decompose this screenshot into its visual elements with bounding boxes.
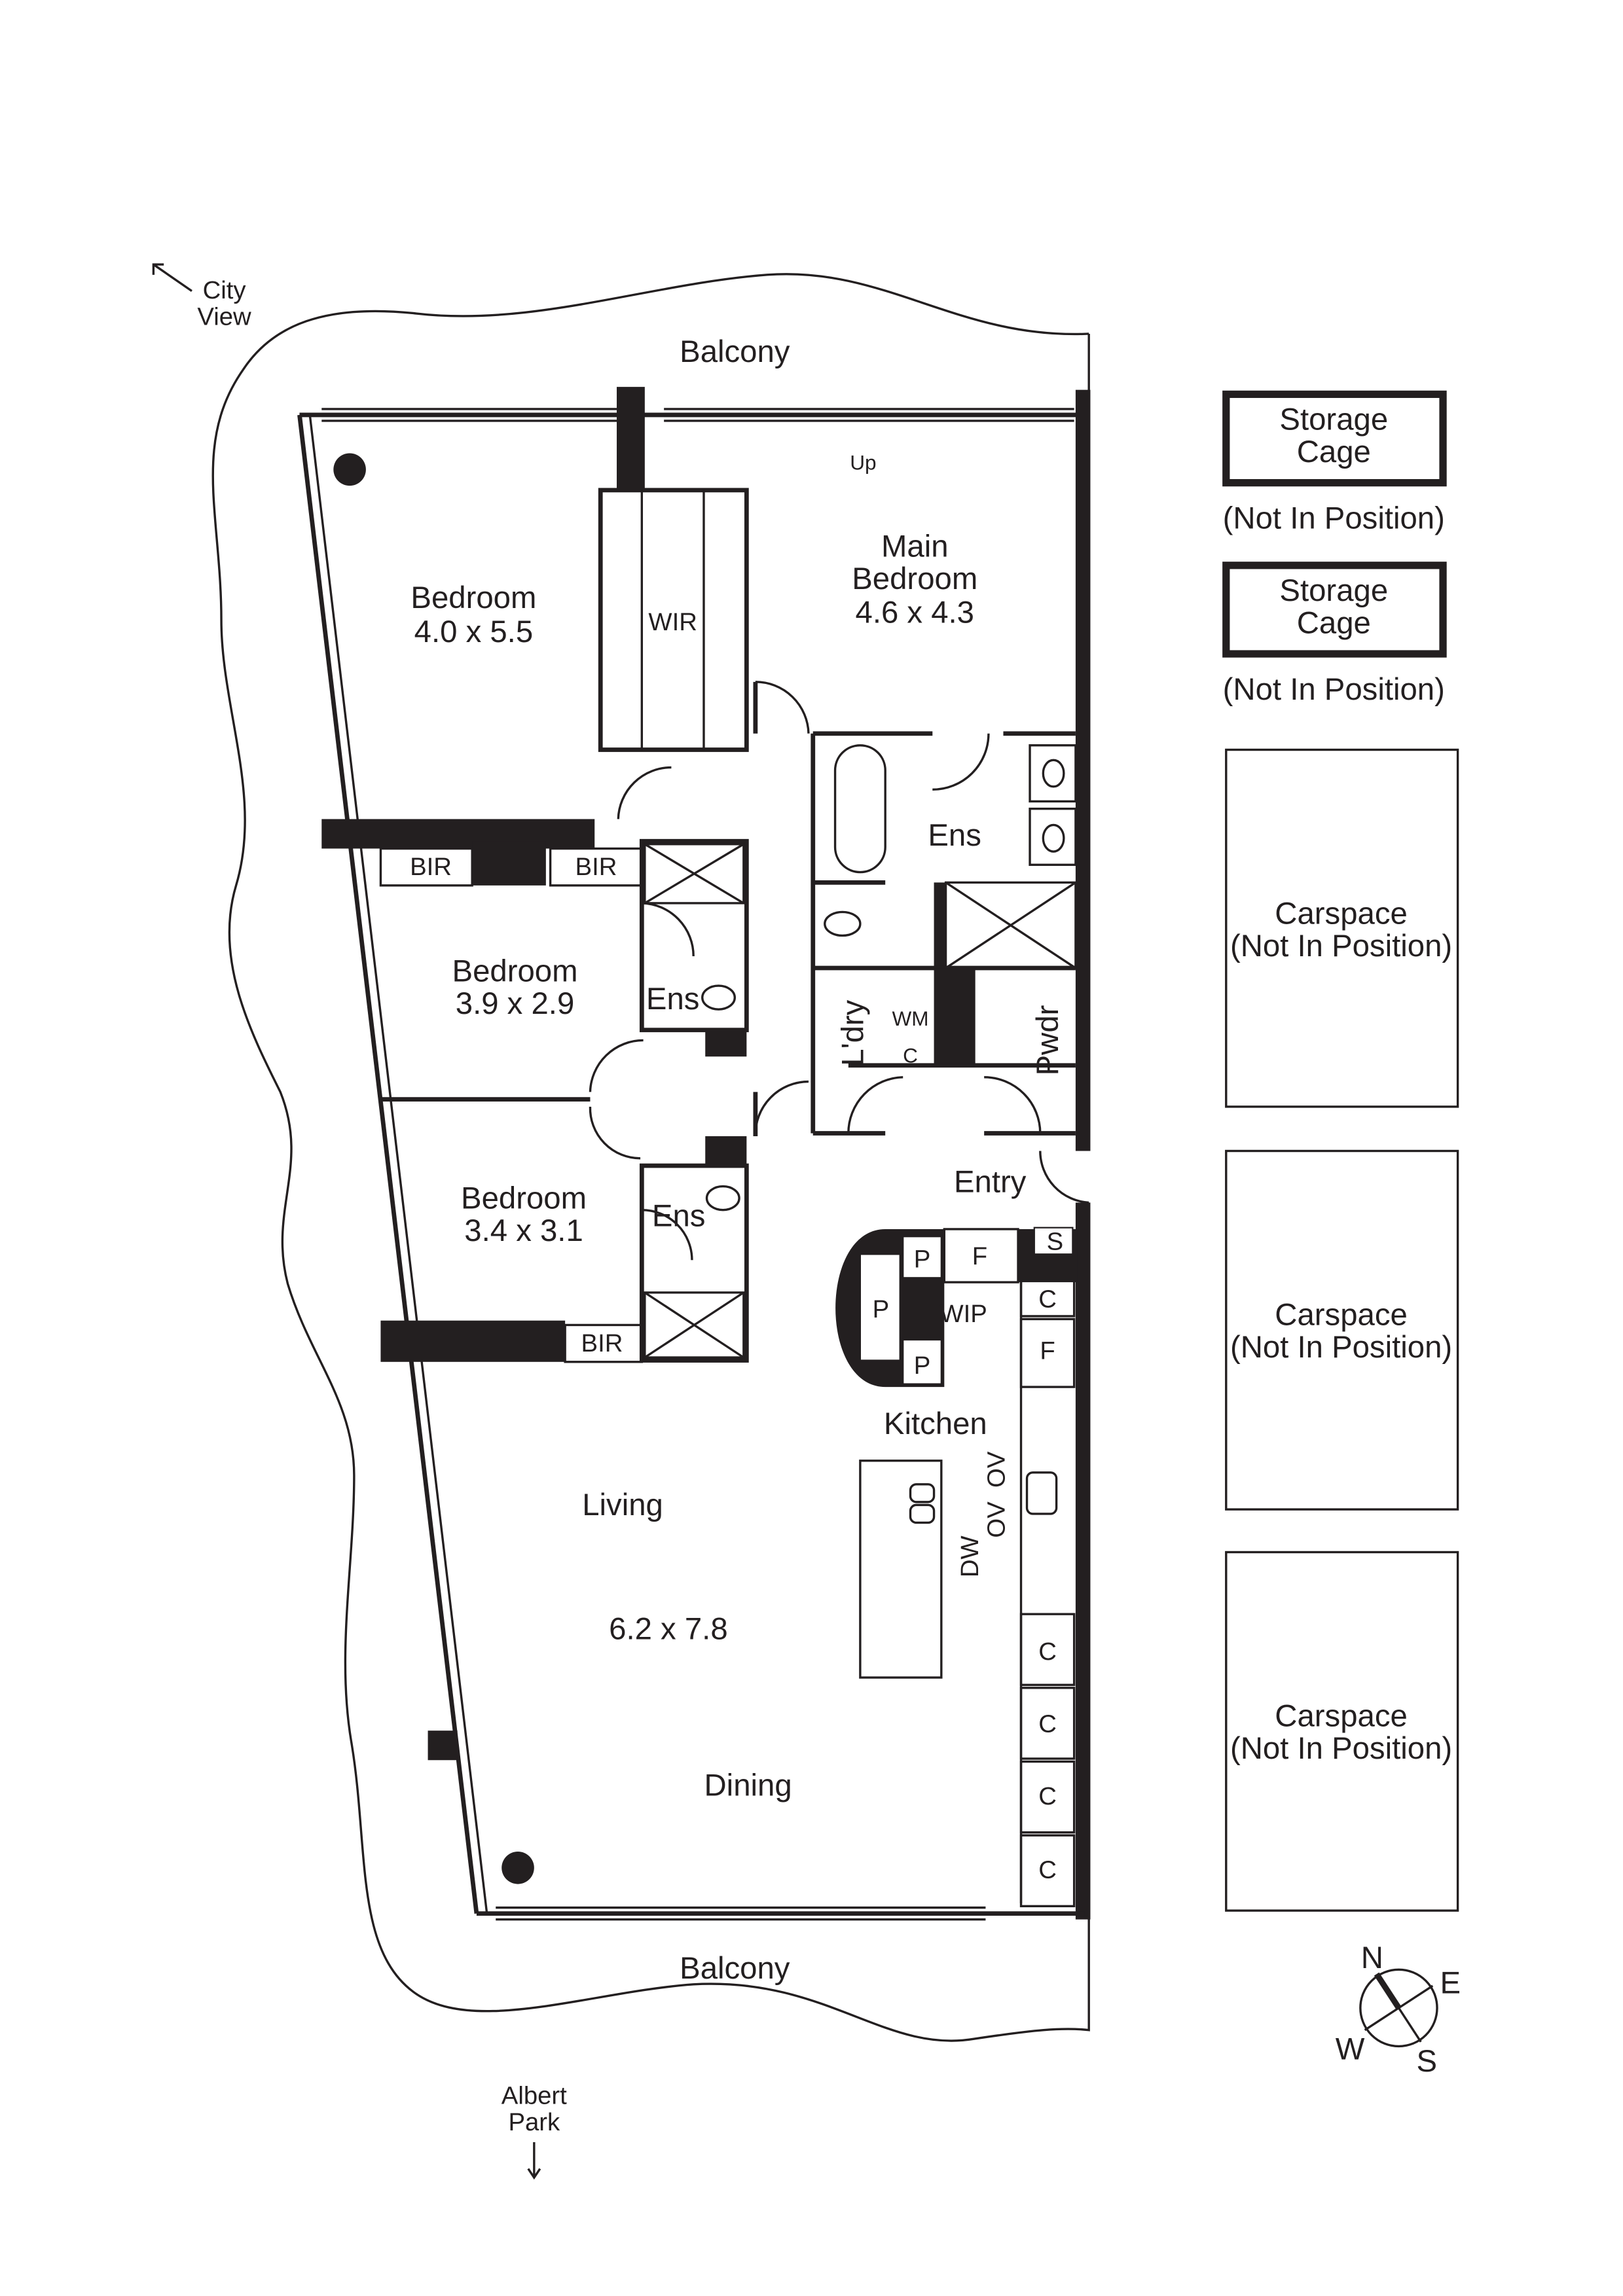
interior-walls [379,488,1089,1908]
pantry-label: P [873,1295,890,1323]
carspace-note: (Not In Position) [1230,1731,1452,1766]
windows [321,408,1074,1921]
bir-c-label: BIR [581,1329,623,1357]
kitchen-label: Kitchen [884,1407,987,1441]
fridge-label: F [1040,1336,1055,1365]
storage-cage-2 [1222,562,1447,658]
carspace-note: (Not In Position) [1230,929,1452,963]
carspace-2 [1225,1149,1459,1511]
wir-label: WIR [648,608,697,636]
bedroom3-size: 3.4 x 3.1 [464,1213,583,1248]
s-label: S [1047,1228,1064,1256]
carspace-label: Carspace [1275,896,1408,931]
bir-b-label: BIR [575,853,617,881]
c-kitchen-label: C [1038,1710,1057,1738]
bedroom1-label: Bedroom [410,581,536,615]
bedroom3-label: Bedroom [461,1181,587,1215]
city-view-arrow-icon [152,263,192,293]
main-bedroom-label-2: Bedroom [852,562,977,596]
carspace-1 [1225,748,1459,1108]
carspace-label: Carspace [1275,1297,1408,1332]
exterior-walls [297,387,1091,1920]
dining-label: Dining [704,1768,792,1803]
wm-label: WM [892,1007,928,1030]
storage-cage-label: Storage [1279,402,1388,437]
oven-label: OV [983,1501,1011,1538]
c-kitchen-label: C [1038,1638,1057,1666]
albert-park-label-2: Park [508,2108,560,2136]
ens-main-label: Ens [928,818,981,853]
storage-cage-note: (Not In Position) [1223,501,1445,535]
city-view-label-2: View [197,302,251,331]
bedroom2-size: 3.9 x 2.9 [456,986,575,1021]
compass-n: N [1361,1941,1383,1975]
compass-icon [1359,1968,1438,2048]
storage-cage-label: Storage [1279,573,1388,608]
entry-label: Entry [954,1165,1027,1200]
balcony-outline [211,273,1090,2042]
main-bedroom-size: 4.6 x 4.3 [856,596,975,630]
ens2-label: Ens [646,982,700,1016]
c-kitchen-label: C [1038,1782,1057,1810]
c-kitchen-label: C [1038,1856,1057,1884]
living-size: 6.2 x 7.8 [609,1611,728,1646]
fridge-label: F [972,1242,987,1270]
powder-label: Pwdr [1030,1005,1065,1076]
balcony-bottom-label: Balcony [680,1951,790,1986]
main-bedroom-label: Main [881,529,949,564]
bedroom2-label: Bedroom [452,954,578,988]
compass-s: S [1416,2044,1437,2079]
wip-label: WIP [939,1300,987,1328]
ens3-label: Ens [652,1198,706,1233]
pantry-label: P [914,1352,931,1380]
oven-label: OV [983,1451,1011,1488]
carspace-note: (Not In Position) [1230,1330,1452,1365]
storage-cage-note: (Not In Position) [1223,672,1445,707]
bedroom1-size: 4.0 x 5.5 [414,615,533,649]
c-laundry-label: C [903,1043,918,1067]
bir-a-label: BIR [410,853,452,881]
compass-w: W [1336,2032,1365,2067]
albert-park-label: Albert [501,2081,567,2109]
storage-cage-label-2: Cage [1297,435,1371,469]
storage-cage-label-2: Cage [1297,605,1371,640]
balcony-top-label: Balcony [680,334,790,369]
storage-cage-1 [1222,390,1447,487]
carspace-3 [1225,1551,1459,1912]
pantry-label: P [914,1246,931,1274]
dishwasher-label: DW [956,1535,984,1578]
albert-park-arrow-icon [527,2142,541,2180]
laundry-label: L'dry [835,999,870,1066]
city-view-label: City [203,276,247,304]
up-label: Up [850,450,876,474]
compass-e: E [1440,1965,1461,2000]
carspace-label: Carspace [1275,1698,1408,1733]
living-label: Living [582,1488,663,1522]
c-kitchen-label: C [1038,1285,1057,1313]
